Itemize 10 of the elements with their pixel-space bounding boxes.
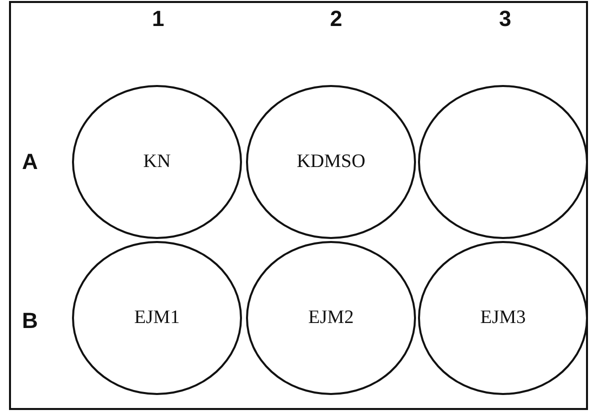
well-label: KDMSO: [296, 151, 366, 173]
column-label: 2: [330, 8, 342, 30]
well-label: EJM3: [480, 307, 526, 329]
well-label: EJM2: [308, 307, 354, 329]
well-label: EJM1: [134, 307, 180, 329]
well-label: KN: [143, 151, 171, 173]
column-label: 1: [152, 8, 164, 30]
column-label: 3: [499, 8, 512, 30]
row-label: A: [22, 151, 38, 173]
row-label: B: [22, 310, 38, 332]
